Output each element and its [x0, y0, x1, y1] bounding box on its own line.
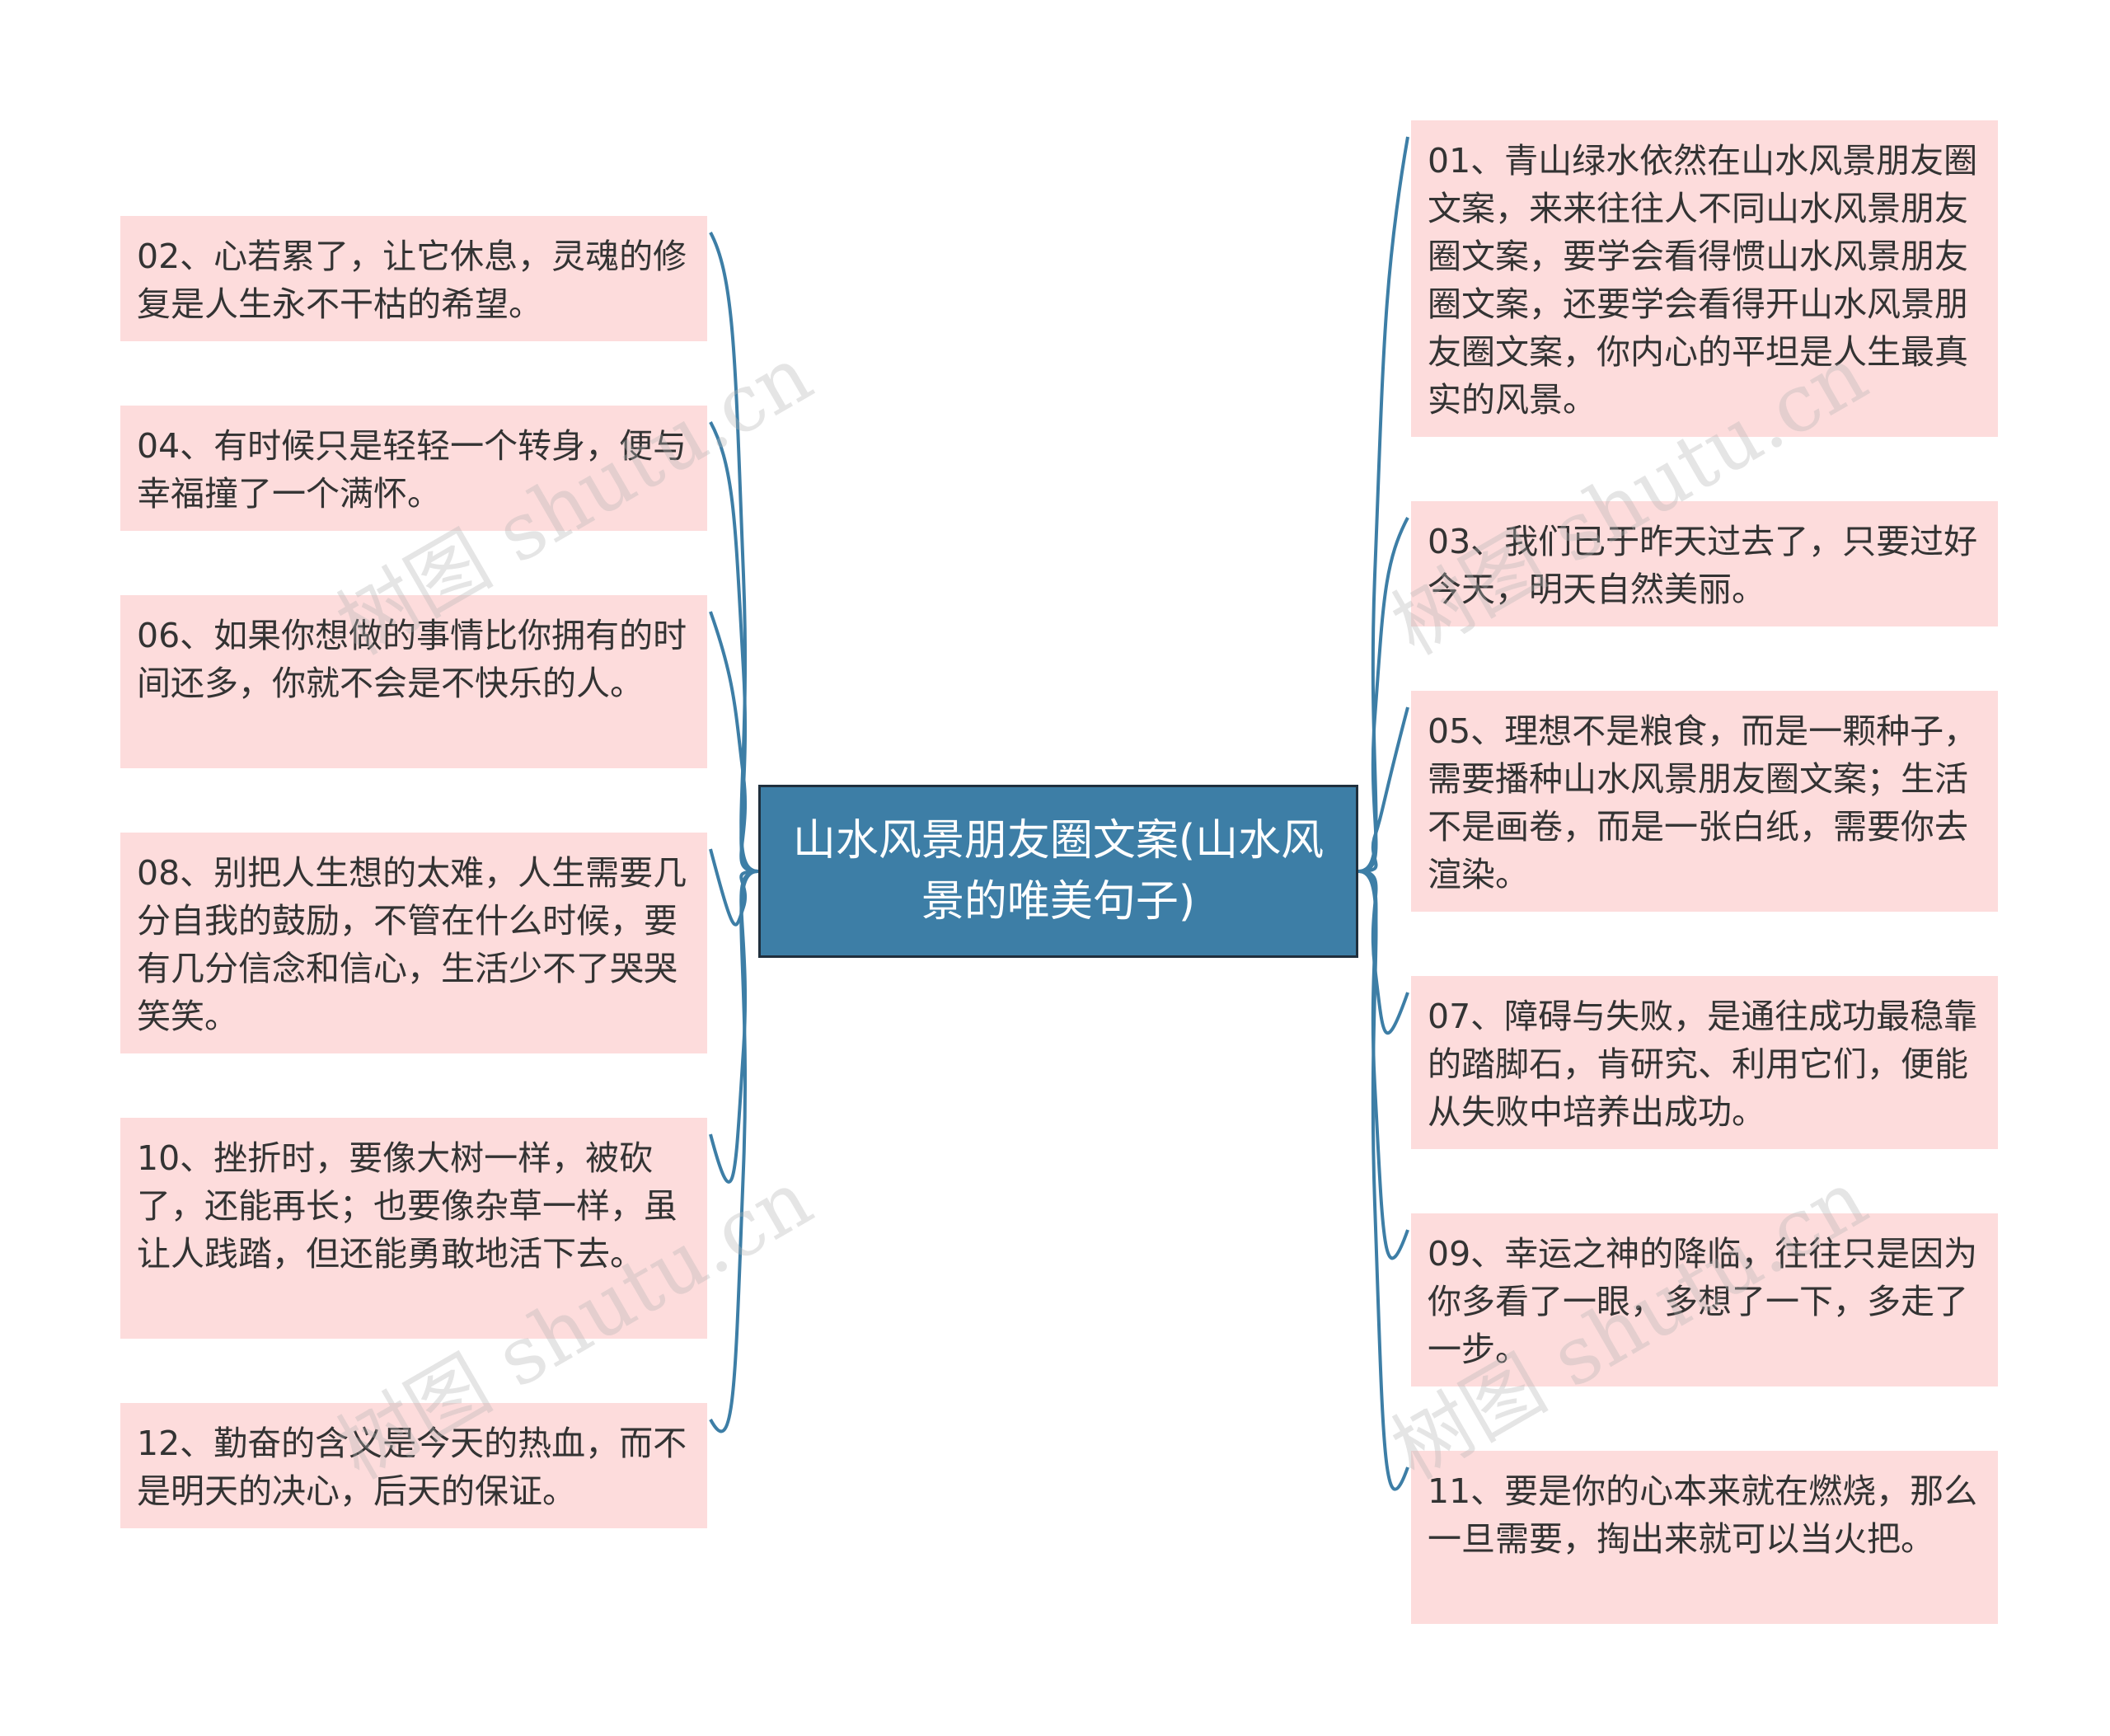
connector-left-5 — [709, 870, 759, 1433]
right-node-09[interactable]: 09、幸运之神的降临，往往只是因为你多看了一眼，多想了一下，多走了一步。 — [1411, 1213, 1998, 1386]
right-node-01[interactable]: 01、青山绿水依然在山水风景朋友圈文案，来来往往人不同山水风景朋友圈文案，要学会… — [1411, 120, 1998, 437]
left-node-12[interactable]: 12、勤奋的含义是今天的热血，而不是明天的决心，后天的保证。 — [120, 1403, 707, 1528]
right-node-05[interactable]: 05、理想不是粮食，而是一颗种子，需要播种山水风景朋友圈文案；生活不是画卷，而是… — [1411, 691, 1998, 912]
right-node-11[interactable]: 11、要是你的心本来就在燃烧，那么一旦需要，掏出来就可以当火把。 — [1411, 1451, 1998, 1624]
left-node-02[interactable]: 02、心若累了，让它休息，灵魂的修复是人生永不干枯的希望。 — [120, 216, 707, 341]
connector-left-4 — [709, 870, 759, 1184]
left-node-10[interactable]: 10、挫折时，要像大树一样，被砍了，还能再长；也要像杂草一样，虽让人践踏，但还能… — [120, 1118, 707, 1339]
connector-right-5 — [1357, 870, 1409, 1491]
left-node-08[interactable]: 08、别把人生想的太难，人生需要几分自我的鼓励，不管在什么时候，要有几分信念和信… — [120, 833, 707, 1053]
connector-right-4 — [1357, 870, 1409, 1260]
connector-left-1 — [709, 421, 759, 873]
root-topic[interactable]: 山水风景朋友圈文案(山水风景的唯美句子) — [758, 785, 1358, 958]
connector-left-2 — [709, 611, 759, 873]
left-node-06[interactable]: 06、如果你想做的事情比你拥有的时间还多，你就不会是不快乐的人。 — [120, 595, 707, 768]
connector-right-2 — [1357, 706, 1409, 873]
connector-right-3 — [1357, 870, 1409, 1035]
connector-right-0 — [1357, 136, 1409, 873]
connector-left-0 — [709, 232, 759, 873]
connector-left-3 — [709, 848, 759, 927]
right-node-07[interactable]: 07、障碍与失败，是通往成功最稳靠的踏脚石，肯研究、利用它们，便能从失败中培养出… — [1411, 976, 1998, 1149]
left-node-04[interactable]: 04、有时候只是轻轻一个转身，便与幸福撞了一个满怀。 — [120, 406, 707, 531]
connector-right-1 — [1357, 517, 1409, 873]
right-node-03[interactable]: 03、我们已于昨天过去了，只要过好今天，明天自然美丽。 — [1411, 501, 1998, 626]
